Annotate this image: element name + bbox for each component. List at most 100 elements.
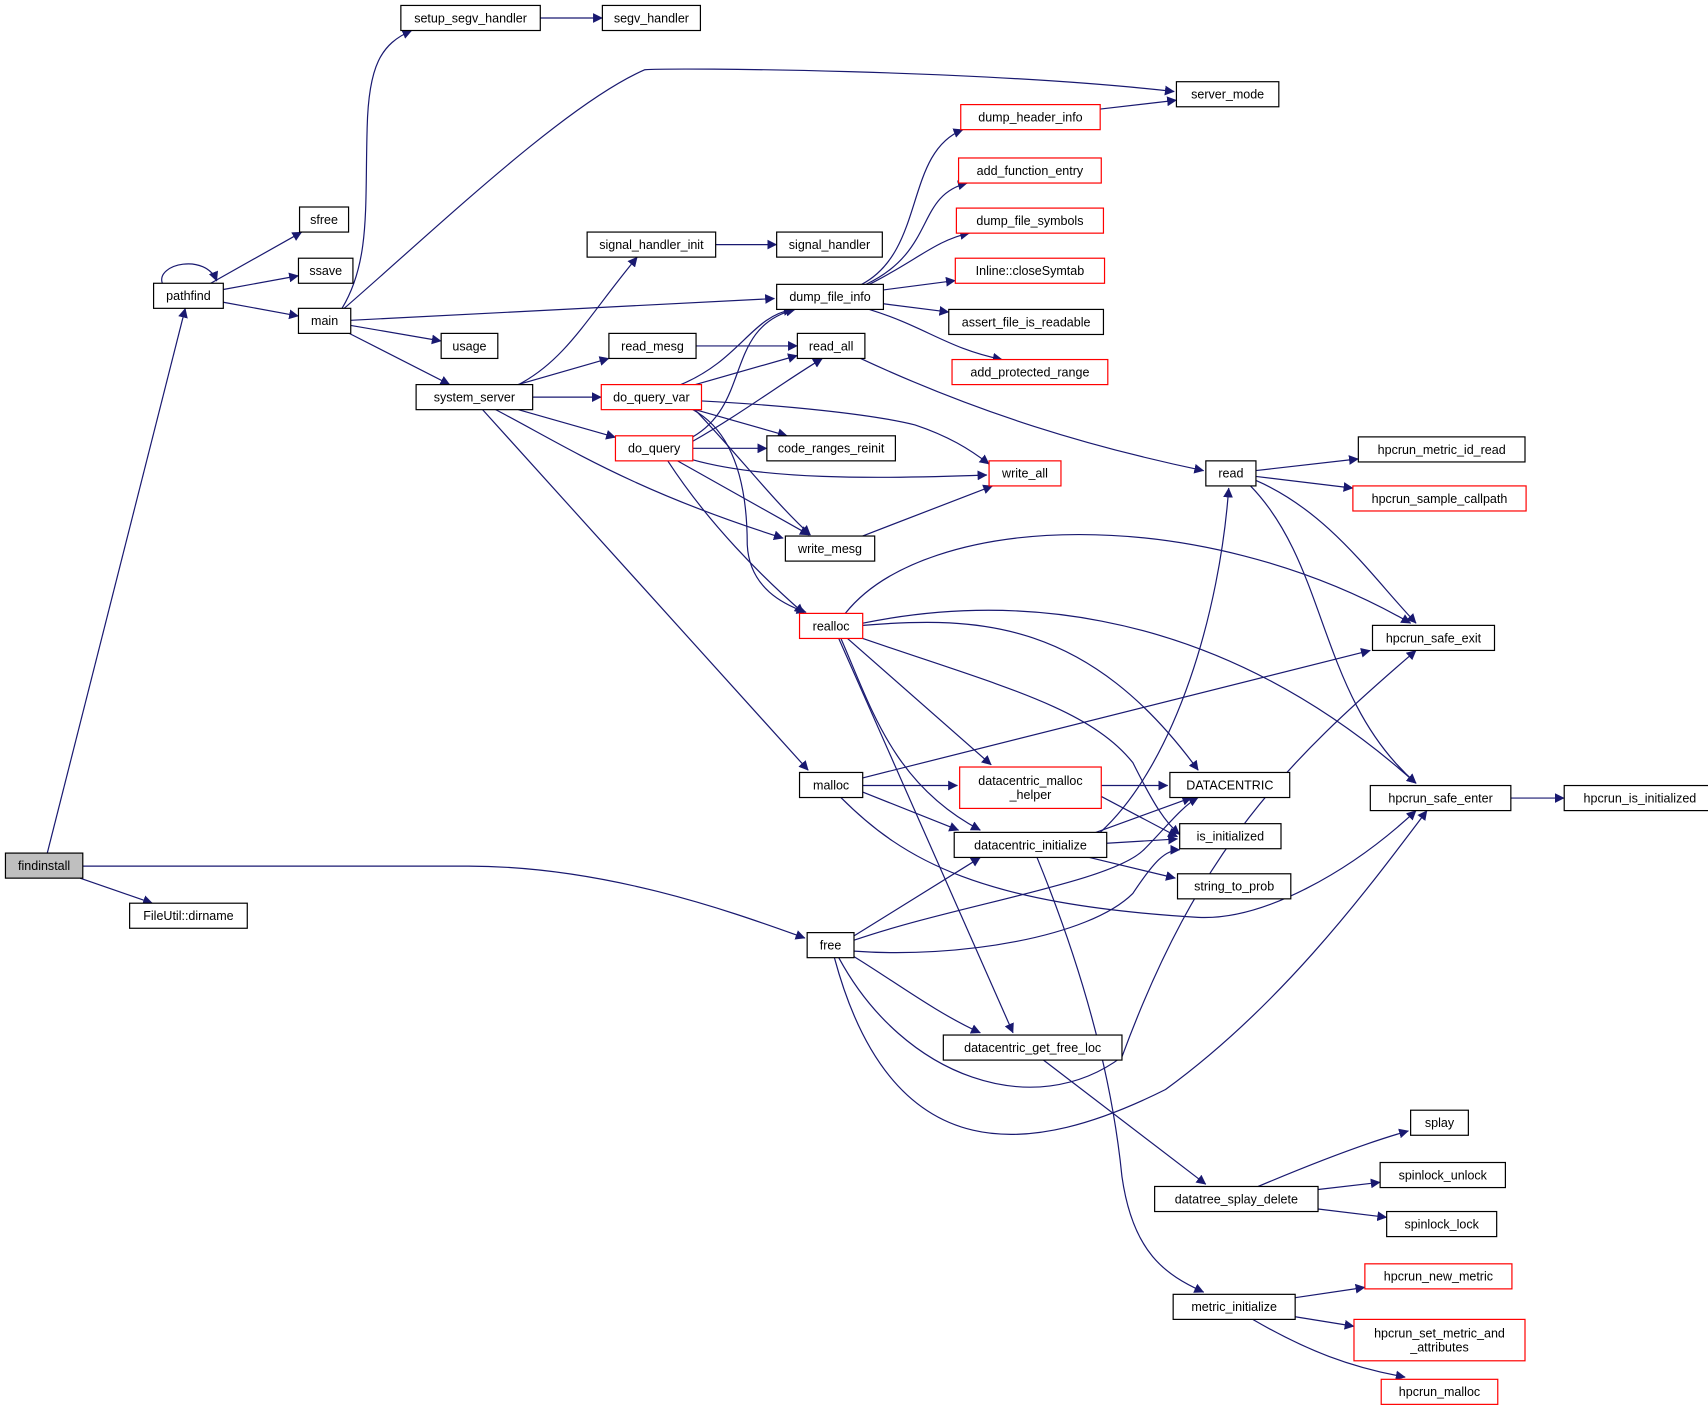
- edge-dump-file-info-to-inline-closesymtab: [883, 276, 956, 291]
- node-hpcrun-safe-exit[interactable]: hpcrun_safe_exit: [1371, 624, 1496, 652]
- node-string-to-prob[interactable]: string_to_prob: [1176, 873, 1292, 900]
- edge-line: [1100, 96, 1177, 110]
- node-hpcrun-set-metric-and-attributes[interactable]: hpcrun_set_metric_and_attributes: [1353, 1318, 1526, 1362]
- edge-line: [862, 484, 994, 537]
- node-fileutil-dirname[interactable]: FileUtil::dirname: [129, 902, 248, 929]
- node-do-query-var[interactable]: do_query_var: [600, 383, 703, 411]
- edges-layer: [46, 13, 1565, 1381]
- node-free[interactable]: free: [806, 932, 855, 959]
- node-assert-file-is-readable[interactable]: assert_file_is_readable: [948, 308, 1105, 336]
- node-inline-closesymtab[interactable]: Inline::closeSymtab: [954, 257, 1106, 284]
- node-usage[interactable]: usage: [440, 332, 499, 360]
- node-box: [988, 460, 1062, 487]
- node-read-mesg[interactable]: read_mesg: [608, 332, 697, 360]
- node-spinlock-unlock[interactable]: spinlock_unlock: [1379, 1161, 1506, 1189]
- node-box: [601, 4, 702, 32]
- edge-line: [692, 306, 796, 438]
- node-spinlock-lock[interactable]: spinlock_lock: [1386, 1210, 1498, 1238]
- edge-read-to-hpcrun-safe-enter: [1250, 485, 1417, 784]
- node-read-all[interactable]: read_all: [796, 332, 866, 360]
- node-label: hpcrun_metric_id_read: [1378, 443, 1506, 457]
- node-hpcrun-new-metric[interactable]: hpcrun_new_metric: [1364, 1263, 1513, 1290]
- node-signal-handler-init[interactable]: signal_handler_init: [586, 231, 717, 258]
- node-hpcrun-sample-callpath[interactable]: hpcrun_sample_callpath: [1352, 485, 1527, 512]
- node-box: [129, 902, 248, 929]
- edge-line: [341, 29, 413, 309]
- edge-read-to-hpcrun-metric-id-read: [1255, 455, 1359, 472]
- edge-do-query-to-read-all: [692, 357, 823, 442]
- node-server-mode[interactable]: server_mode: [1175, 81, 1280, 108]
- edge-malloc-to-hpcrun-safe-exit: [862, 647, 1371, 779]
- node-add-function-entry[interactable]: add_function_entry: [957, 157, 1102, 184]
- node-label: string_to_prob: [1194, 880, 1274, 894]
- edge-pathfind-to-sfree: [210, 231, 303, 284]
- edge-do-query-to-write-all: [692, 459, 988, 481]
- node-findinstall[interactable]: findinstall: [4, 852, 84, 879]
- edge-datacentric-initialize-to-read: [1099, 487, 1233, 833]
- edge-free-to-is-initialized: [853, 844, 1181, 954]
- node-is-initialized[interactable]: is_initialized: [1179, 823, 1282, 850]
- node-box: [784, 535, 876, 562]
- edge-free-to-datacentric-get-free-loc: [853, 956, 981, 1034]
- node-pathfind[interactable]: pathfind: [152, 282, 224, 309]
- edge-realloc-to-is-initialized: [862, 637, 1181, 836]
- node-do-query[interactable]: do_query: [614, 435, 694, 462]
- node-box: [1357, 436, 1526, 463]
- edge-line: [517, 356, 610, 386]
- node-malloc[interactable]: malloc: [798, 771, 864, 799]
- edge-line: [695, 409, 788, 438]
- node-box: [957, 157, 1102, 184]
- node-hpcrun-is-initialized[interactable]: hpcrun_is_initialized: [1563, 784, 1708, 812]
- node-datacentric-malloc-helper[interactable]: datacentric_malloc_helper: [959, 766, 1102, 810]
- node-write-all[interactable]: write_all: [988, 460, 1062, 487]
- node-dump-header-info[interactable]: dump_header_info: [960, 103, 1101, 131]
- node-dump-file-info[interactable]: dump_file_info: [776, 283, 885, 311]
- node-system-server[interactable]: system_server: [415, 383, 534, 411]
- node-sfree[interactable]: sfree: [298, 206, 350, 233]
- node-write-mesg[interactable]: write_mesg: [784, 535, 876, 562]
- node-label: read_all: [809, 339, 854, 353]
- node-datatree-splay-delete[interactable]: datatree_splay_delete: [1154, 1185, 1319, 1213]
- node-setup-segv-handler[interactable]: setup_segv_handler: [400, 4, 541, 32]
- edge-line: [518, 409, 616, 440]
- edge-line: [692, 357, 823, 442]
- node-hpcrun-malloc[interactable]: hpcrun_malloc: [1380, 1378, 1499, 1405]
- node-label: sfree: [310, 213, 338, 227]
- node-datacentric-get-free-loc[interactable]: datacentric_get_free_loc: [942, 1034, 1123, 1061]
- node-label: hpcrun_sample_callpath: [1372, 492, 1508, 506]
- node-box: [796, 332, 866, 360]
- node-label: spinlock_lock: [1404, 1217, 1479, 1231]
- node-label: signal_handler_init: [599, 238, 704, 252]
- node-box: [1176, 873, 1292, 900]
- edge-line: [868, 230, 970, 285]
- node-segv-handler[interactable]: segv_handler: [601, 4, 702, 32]
- node-hpcrun-metric-id-read[interactable]: hpcrun_metric_id_read: [1357, 436, 1526, 463]
- node-box: [297, 257, 354, 284]
- edge-line: [1043, 1059, 1207, 1185]
- node-metric-initialize[interactable]: metric_initialize: [1172, 1293, 1296, 1320]
- node-ssave[interactable]: ssave: [297, 257, 354, 284]
- node-box: [1154, 1185, 1319, 1213]
- node-add-protected-range[interactable]: add_protected_range: [951, 358, 1109, 386]
- node-signal-handler[interactable]: signal_handler: [776, 231, 883, 258]
- edge-line: [861, 128, 964, 285]
- edge-datacentric-initialize-to-is-initialized: [1106, 834, 1179, 845]
- edge-do-query-var-to-write-all: [701, 400, 990, 465]
- node-box: [798, 612, 864, 640]
- node-datacentric[interactable]: DATACENTRIC: [1169, 771, 1291, 799]
- edge-line: [518, 256, 638, 386]
- node-dump-file-symbols[interactable]: dump_file_symbols: [955, 207, 1105, 234]
- edge-do-query-to-dump-file-info: [692, 306, 796, 438]
- edge-line: [1250, 485, 1417, 784]
- node-hpcrun-safe-enter[interactable]: hpcrun_safe_enter: [1369, 784, 1512, 812]
- node-read[interactable]: read: [1205, 460, 1257, 487]
- node-code-ranges-reinit[interactable]: code_ranges_reinit: [766, 435, 896, 462]
- node-realloc[interactable]: realloc: [798, 612, 864, 640]
- edge-pathfind-to-ssave: [223, 272, 299, 291]
- node-main[interactable]: main: [297, 307, 352, 334]
- node-box: [1172, 1293, 1296, 1320]
- node-splay[interactable]: splay: [1410, 1109, 1469, 1136]
- edge-main-to-dump-file-info: [350, 294, 775, 321]
- node-datacentric-initialize[interactable]: datacentric_initialize: [953, 831, 1108, 859]
- edge-datatree-splay-delete-to-splay: [1257, 1128, 1409, 1188]
